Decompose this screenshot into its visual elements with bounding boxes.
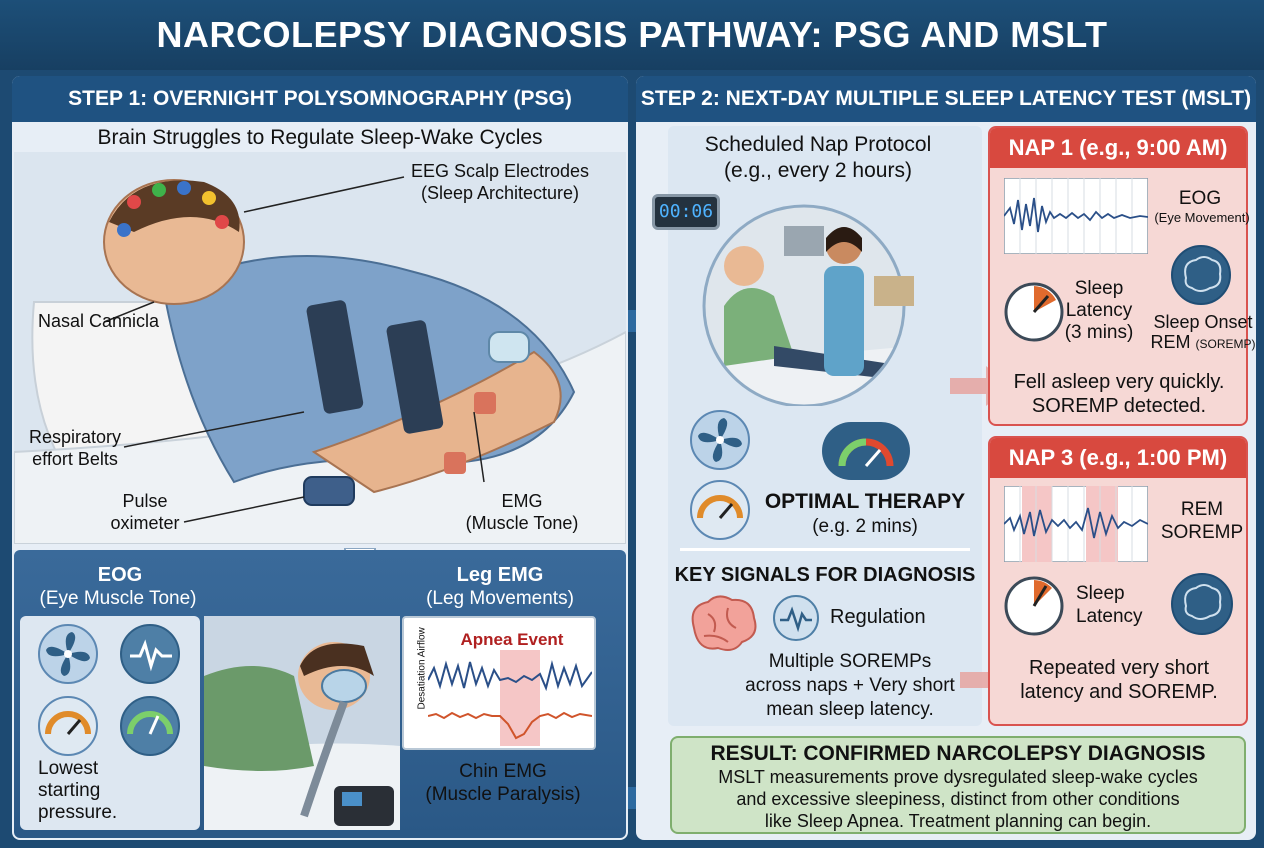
nap1-latency-label: Sleep Latency (3 mins) xyxy=(1064,278,1134,343)
nap3-rem-waveform xyxy=(1004,486,1148,562)
lowest-pressure-label: Lowest starting pressure. xyxy=(38,758,118,823)
step1-header: STEP 1: OVERNIGHT POLYSOMNOGRAPHY (PSG) xyxy=(12,76,628,122)
pressure-gauge-icon xyxy=(120,696,180,756)
airflow-axis-label: Desatiation Airflow xyxy=(416,627,428,710)
nap3-rem-label: REM SOREMP xyxy=(1160,499,1244,543)
nap3-header: NAP 3 (e.g., 1:00 PM) xyxy=(990,438,1246,478)
fan-icon-2 xyxy=(690,410,750,470)
apnea-chart xyxy=(402,616,596,750)
nap-protocol-label: Scheduled Nap Protocol (e.g., every 2 ho… xyxy=(704,133,932,182)
nap-scene-illustration xyxy=(702,204,914,406)
signal-wave-icon xyxy=(120,624,180,684)
gauge-icon xyxy=(38,696,98,756)
nap1-header: NAP 1 (e.g., 9:00 AM) xyxy=(990,128,1246,168)
eeg-label: EEG Scalp Electrodes (Sleep Architecture… xyxy=(410,161,590,203)
respiratory-belts-label: Respiratory effort Belts xyxy=(28,427,122,469)
clock-display: 00:06 xyxy=(652,194,720,230)
result-box: RESULT: CONFIRMED NARCOLEPSY DIAGNOSIS M… xyxy=(670,736,1246,834)
leg-emg-title: Leg EMG xyxy=(456,564,544,586)
brain-onset-icon-2 xyxy=(1171,573,1233,635)
page-title: NARCOLEPSY DIAGNOSIS PATHWAY: PSG AND MS… xyxy=(0,0,1264,70)
electrode-icon xyxy=(127,195,141,209)
therapy-gauge-icon xyxy=(822,422,910,480)
nap3-latency-label: Sleep Latency xyxy=(1076,583,1143,627)
step2-header: STEP 2: NEXT-DAY MULTIPLE SLEEP LATENCY … xyxy=(636,76,1256,122)
psg-patient-illustration xyxy=(14,152,626,544)
pulse-oximeter-label: Pulse oximeter xyxy=(110,491,180,533)
regulation-label: Regulation xyxy=(830,606,926,628)
stopwatch-icon xyxy=(1004,282,1064,342)
airflow-waveform xyxy=(428,650,592,746)
nap1-onset-label: Sleep Onset REM (SOREMP) xyxy=(1150,312,1256,352)
key-signals-title: KEY SIGNALS FOR DIAGNOSIS xyxy=(674,564,976,586)
therapy-title: OPTIMAL THERAPY xyxy=(764,490,966,513)
eog-subtitle: (Eye Muscle Tone) xyxy=(39,588,197,609)
chin-emg-label: Chin EMG (Muscle Paralysis) xyxy=(425,761,581,805)
nap1-eog-label: EOG xyxy=(1178,188,1222,209)
therapy-subtitle: (e.g. 2 mins) xyxy=(812,516,918,537)
nap1-eog-waveform xyxy=(1004,178,1148,254)
result-text: MSLT measurements prove dysregulated sle… xyxy=(718,767,1198,831)
apnea-event-label: Apnea Event xyxy=(460,630,564,649)
nap1-card: NAP 1 (e.g., 9:00 AM) xyxy=(988,126,1248,426)
divider xyxy=(680,548,970,551)
key-signals-text: Multiple SOREMPs across naps + Very shor… xyxy=(745,651,955,720)
nap1-eog-sub: (Eye Movement) xyxy=(1154,210,1250,225)
nasal-cannula-label: Nasal Cannicla xyxy=(38,311,160,331)
brain-onset-icon xyxy=(1171,245,1231,305)
stopwatch-icon-2 xyxy=(1004,576,1064,636)
fan-icon xyxy=(38,624,98,684)
emg-label: EMG (Muscle Tone) xyxy=(465,491,579,533)
leg-emg-subtitle: (Leg Movements) xyxy=(426,588,574,609)
regulation-signal-icon xyxy=(773,595,819,641)
cpap-patient-illustration xyxy=(204,616,400,830)
gauge-icon-2 xyxy=(690,480,750,540)
nap3-result-text: Repeated very short latency and SOREMP. xyxy=(1020,657,1218,703)
nap1-result-text: Fell asleep very quickly. SOREMP detecte… xyxy=(1013,371,1225,417)
brain-icon xyxy=(691,595,757,651)
step1-subtitle: Brain Struggles to Regulate Sleep-Wake C… xyxy=(97,126,543,149)
eog-title: EOG xyxy=(97,564,143,586)
result-title: RESULT: CONFIRMED NARCOLEPSY DIAGNOSIS xyxy=(710,742,1206,765)
